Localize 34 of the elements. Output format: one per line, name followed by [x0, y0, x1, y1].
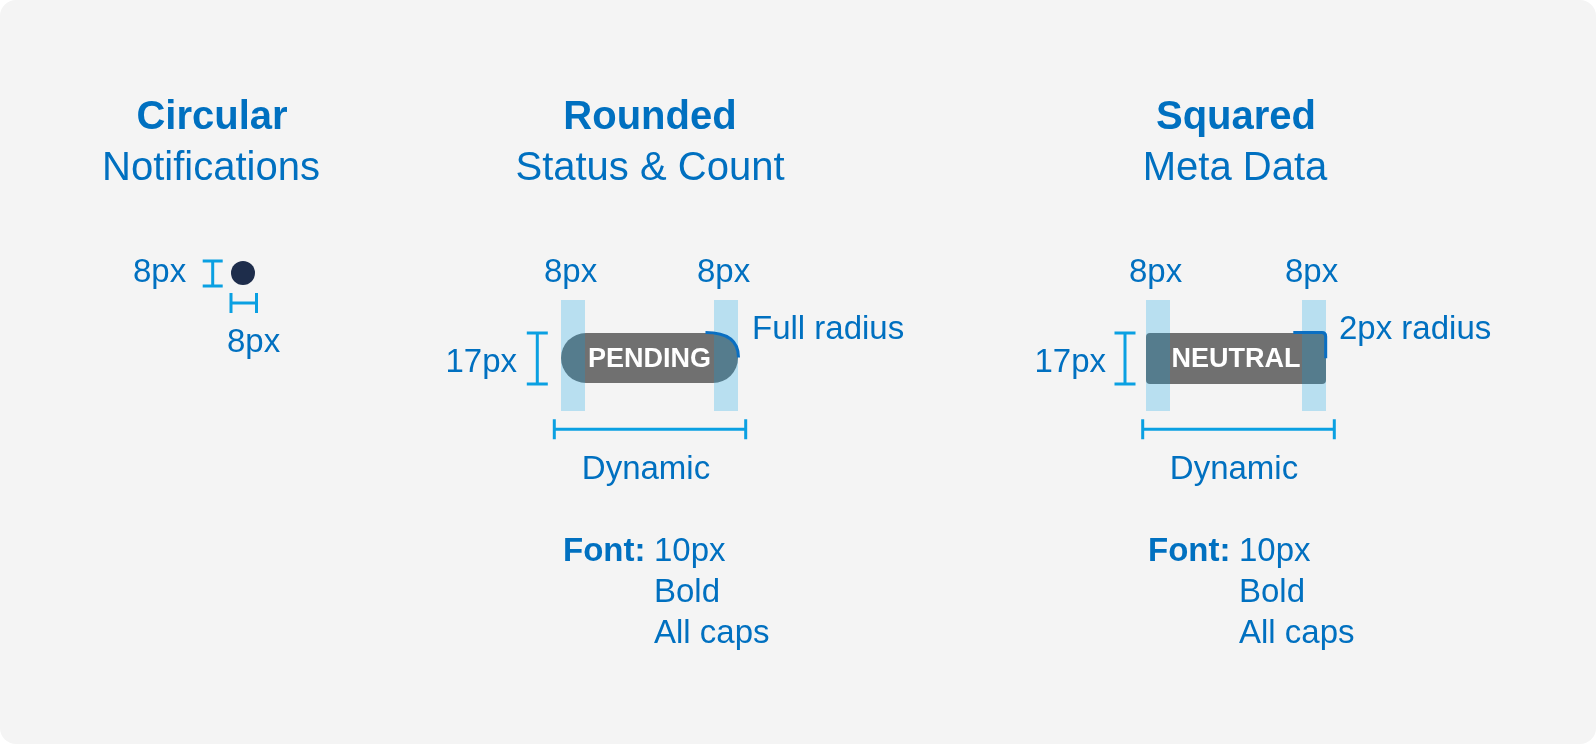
section-subtitle: Meta Data: [1142, 143, 1328, 190]
spec-value: All caps: [1239, 612, 1355, 651]
status-text: PENDING: [588, 344, 711, 372]
section-title: Circular: [136, 92, 288, 139]
section-title: Squared: [1155, 92, 1316, 139]
dimension-label: Dynamic: [1169, 448, 1299, 487]
tag-text: NEUTRAL: [1171, 345, 1301, 372]
meta-tag: [1146, 333, 1326, 384]
spec-value: Bold: [1239, 571, 1306, 610]
section-subtitle: Notifications: [102, 143, 320, 190]
dimension-label: 8px: [1129, 251, 1183, 290]
spec-heading: Font:: [563, 530, 646, 569]
annotation-label: 2px radius: [1339, 308, 1492, 347]
dimension-label: 8px: [1285, 251, 1339, 290]
padding-band: [561, 300, 585, 411]
section-subtitle: Status & Count: [515, 143, 785, 190]
annotation-label: Full radius: [752, 308, 905, 347]
dimension-label: 17px: [1034, 341, 1106, 380]
spec-value: Bold: [654, 571, 721, 610]
padding-band: [714, 300, 738, 411]
dimension-label: 17px: [445, 341, 517, 380]
padding-band: [1146, 300, 1170, 411]
spec-value: 10px: [654, 530, 726, 569]
section-title: Rounded: [563, 92, 737, 139]
status-pill: [561, 333, 738, 383]
padding-band: [1302, 300, 1326, 411]
dimension-label: 8px: [227, 321, 281, 360]
spec-value: 10px: [1239, 530, 1311, 569]
spec-heading: Font:: [1148, 530, 1231, 569]
dimension-label: 8px: [133, 251, 187, 290]
dimension-label: 8px: [697, 251, 751, 290]
spec-value: All caps: [654, 612, 770, 651]
dimension-label: 8px: [544, 251, 598, 290]
dimension-label: Dynamic: [581, 448, 711, 487]
